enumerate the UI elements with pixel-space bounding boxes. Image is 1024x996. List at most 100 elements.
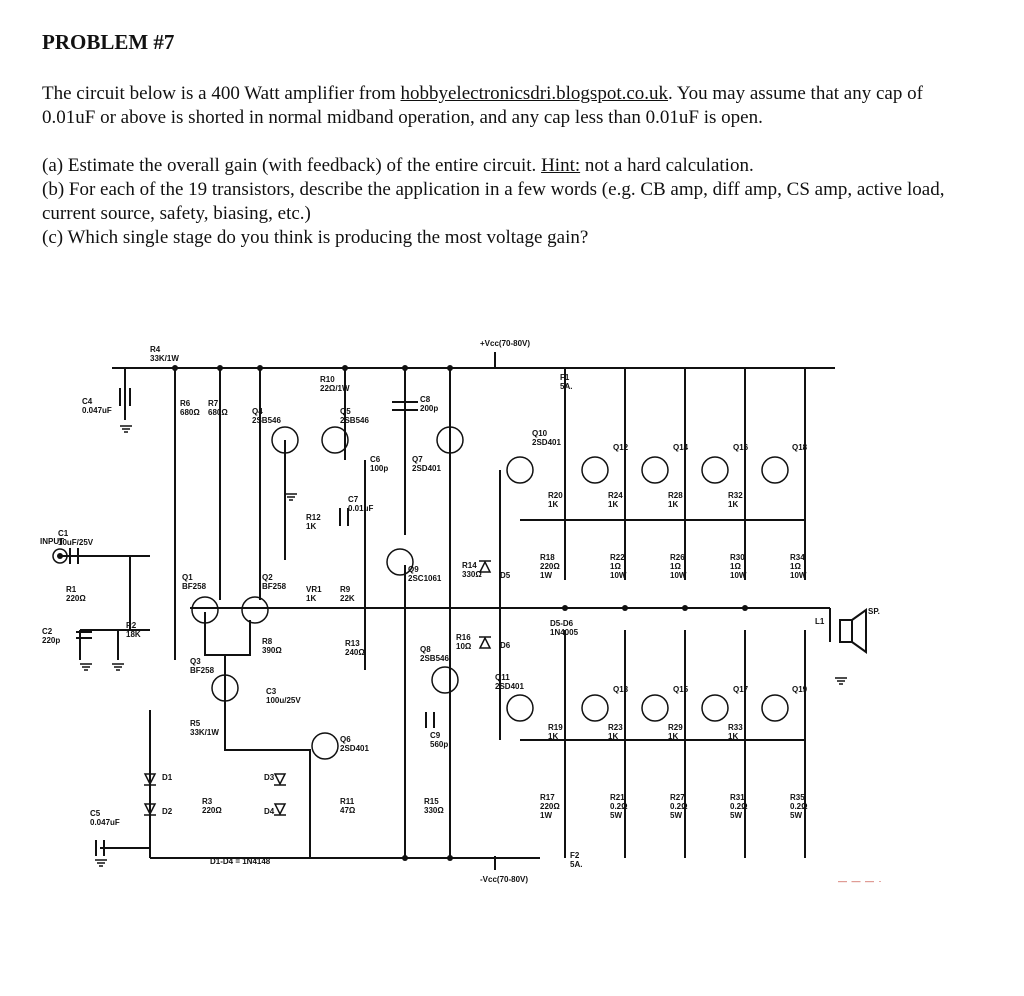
label-q14: Q14 bbox=[673, 443, 689, 452]
transistor-q6-icon bbox=[311, 732, 339, 760]
ground-icon bbox=[95, 859, 107, 867]
capacitor-c9-icon bbox=[425, 712, 435, 728]
transistor-q5-icon bbox=[321, 426, 349, 454]
rail-label-vcc_neg: -Vcc(70-80V) bbox=[480, 875, 528, 884]
label-d5: D5 bbox=[500, 571, 511, 580]
ground-icon bbox=[835, 677, 847, 685]
capacitor-c5-icon bbox=[95, 840, 105, 856]
transistor-q11-icon bbox=[506, 694, 534, 722]
mosfet-q15-icon bbox=[641, 694, 669, 722]
label-q18: Q18 bbox=[792, 443, 808, 452]
schematic-wires bbox=[60, 352, 835, 870]
mosfet-q13-icon bbox=[581, 694, 609, 722]
transistor-q8-icon bbox=[431, 666, 459, 694]
hint-text: not a hard calculation. bbox=[580, 155, 754, 176]
diode-d5-icon bbox=[478, 560, 492, 573]
question-c: (c) Which single stage do you think is p… bbox=[42, 227, 589, 248]
label-d6: D6 bbox=[500, 641, 511, 650]
problem-title: PROBLEM #7 bbox=[42, 30, 175, 54]
rail-label-input: INPUT bbox=[40, 537, 64, 546]
capacitor-c1-icon bbox=[69, 548, 79, 564]
label-d3: D3 bbox=[264, 773, 275, 782]
label-d1: D1 bbox=[162, 773, 173, 782]
rail-label-speaker: SP. bbox=[868, 607, 880, 616]
label-d4: D4 bbox=[264, 807, 275, 816]
label-d2: D2 bbox=[162, 807, 173, 816]
diode-d6-icon bbox=[478, 636, 492, 649]
label-q17: Q17 bbox=[733, 685, 749, 694]
mosfet-q18-icon bbox=[761, 456, 789, 484]
transistor-q10-icon bbox=[506, 456, 534, 484]
ground-icon bbox=[285, 493, 297, 501]
intro-prefix: The circuit below is a 400 Watt amplifie… bbox=[42, 83, 401, 104]
ground-icon bbox=[112, 663, 124, 671]
intro-paragraph: The circuit below is a 400 Watt amplifie… bbox=[42, 82, 962, 130]
rail-label-l1: L1 bbox=[815, 617, 825, 626]
mosfet-q17-icon bbox=[701, 694, 729, 722]
intro-suffix: . You may assume that any cap of 0.01uF … bbox=[42, 83, 923, 128]
label-q19: Q19 bbox=[792, 685, 808, 694]
transistor-q9-icon bbox=[386, 548, 414, 576]
transistor-q4-icon bbox=[271, 426, 299, 454]
question-b: (b) For each of the 19 transistors, desc… bbox=[42, 179, 945, 224]
questions: (a) Estimate the overall gain (with feed… bbox=[42, 154, 962, 250]
transistor-q2-icon bbox=[241, 596, 269, 624]
capacitor-c8-icon bbox=[392, 401, 418, 411]
diode-d3-icon bbox=[273, 773, 287, 786]
question-a: (a) Estimate the overall gain (with feed… bbox=[42, 154, 962, 178]
label-q12: Q12 bbox=[613, 443, 629, 452]
diode-d2-icon bbox=[143, 803, 157, 816]
source-link[interactable]: hobbyelectronicsdri.blogspot.co.uk bbox=[400, 83, 669, 104]
schematic-symbols bbox=[52, 365, 867, 867]
capacitor-c4-icon bbox=[119, 388, 131, 406]
